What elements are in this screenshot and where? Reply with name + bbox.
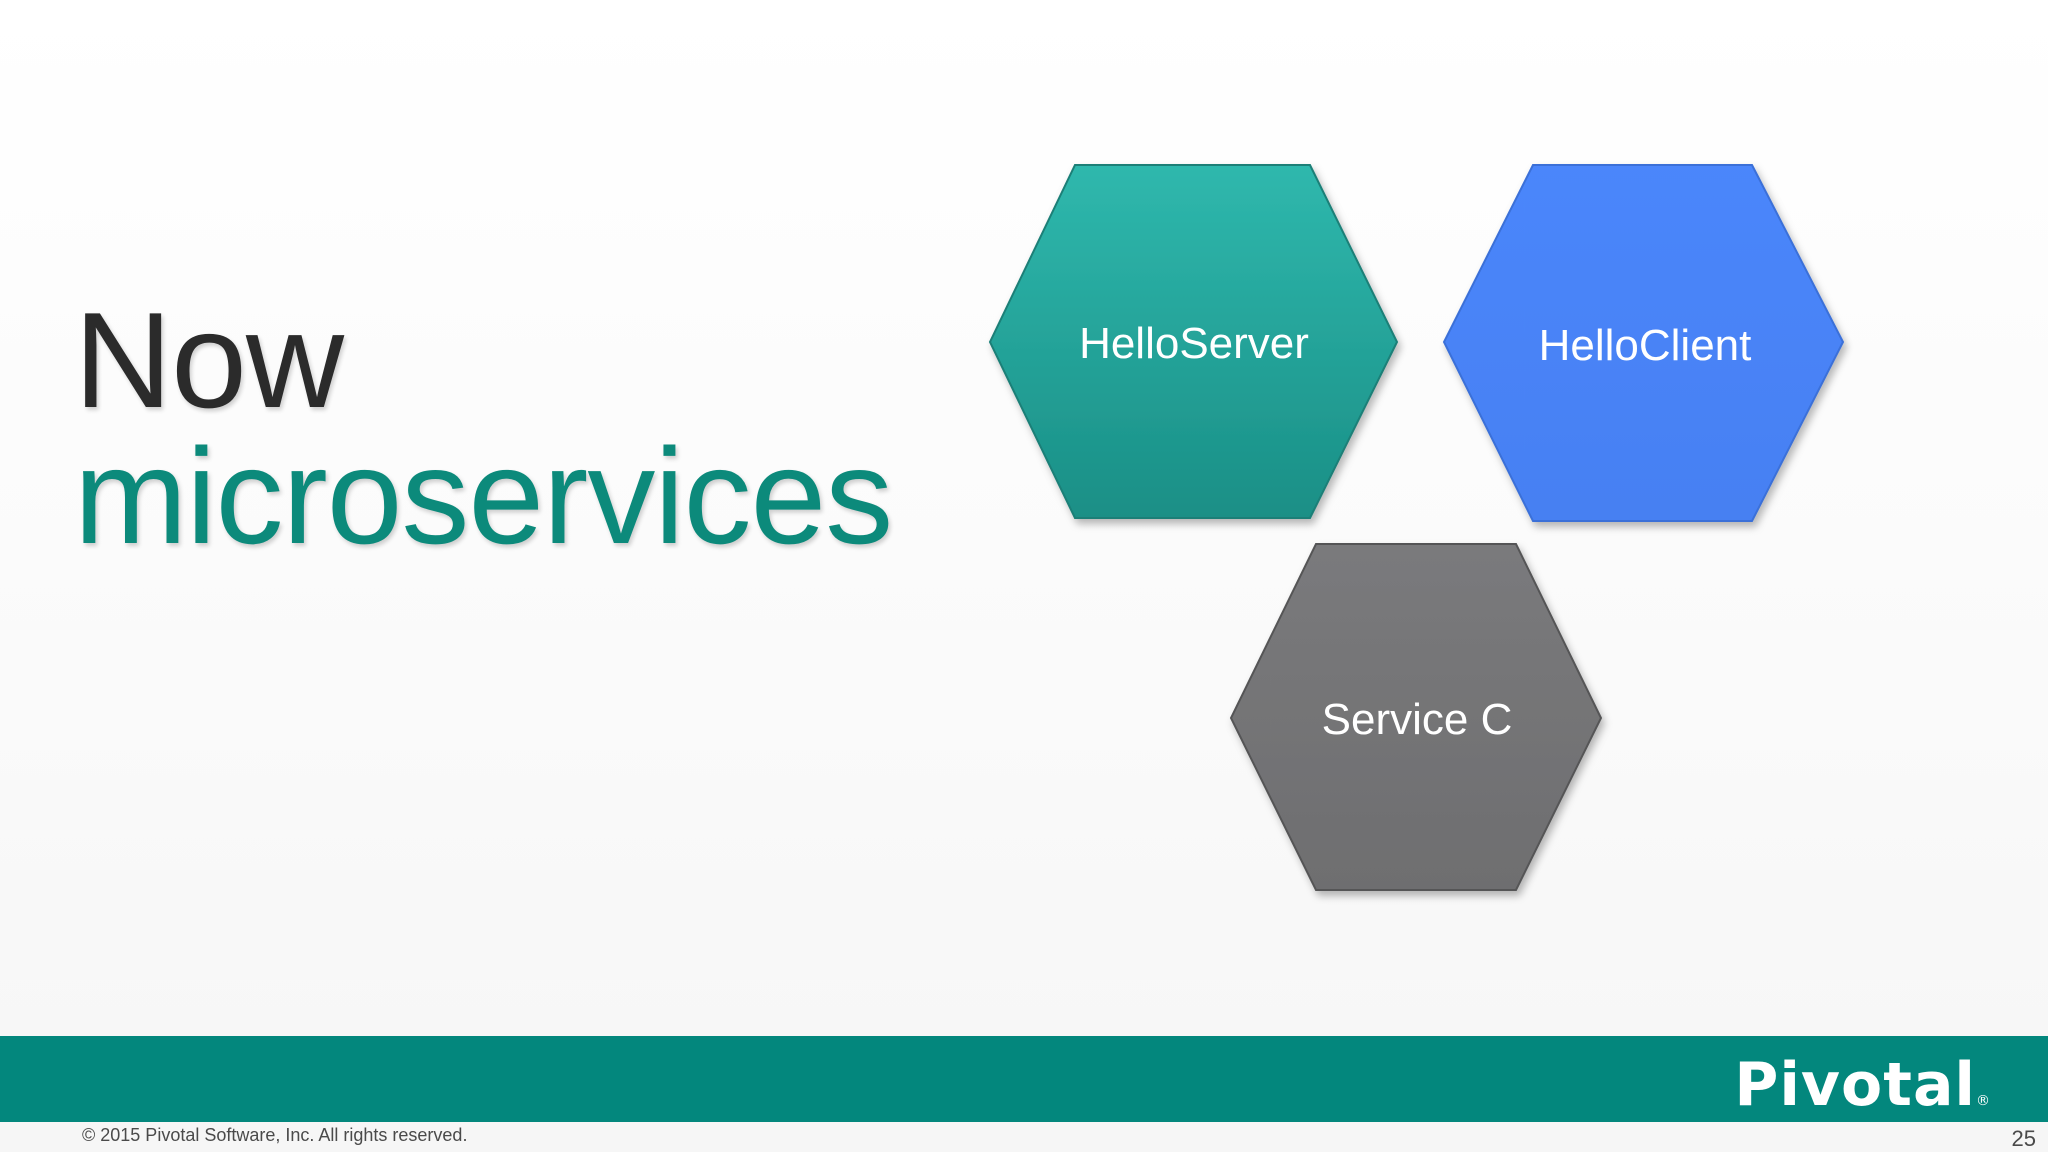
pivotal-logo: Pivotal® xyxy=(1734,1050,1991,1120)
hex-node-helloclient: HelloClient xyxy=(1442,164,1845,522)
hex-node-service-c: Service C xyxy=(1229,543,1603,891)
page-number: 25 xyxy=(2011,1126,2036,1151)
hex-label-helloserver: HelloServer xyxy=(1079,319,1309,368)
registered-mark: ® xyxy=(1976,1093,1991,1109)
title-line-microservices: microservices xyxy=(74,420,893,572)
copyright-notice: © 2015 Pivotal Software, Inc. All rights… xyxy=(82,1125,468,1145)
hexagon-shape xyxy=(1442,164,1845,522)
hexagon-shape xyxy=(1229,543,1603,891)
hex-label-helloclient: HelloClient xyxy=(1539,321,1752,370)
hex-node-helloserver: HelloServer xyxy=(988,164,1399,519)
title-line-now: Now xyxy=(74,284,344,436)
slide-title: Now microservices xyxy=(74,284,893,572)
footer-bar: Pivotal® xyxy=(0,1036,2048,1122)
hex-label-service-c: Service C xyxy=(1322,695,1513,744)
logo-text: Pivotal xyxy=(1734,1050,1976,1120)
hexagon-shape xyxy=(988,164,1399,519)
